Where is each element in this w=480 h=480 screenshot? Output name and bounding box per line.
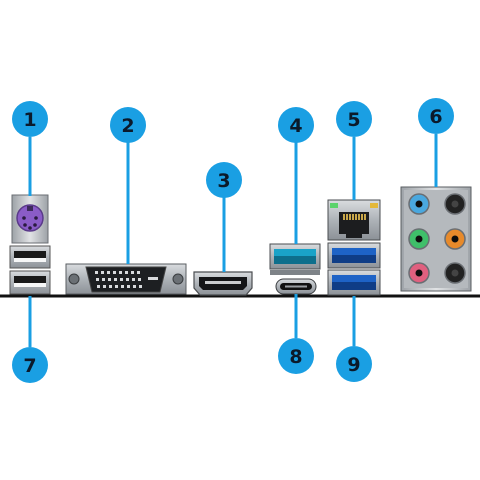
marker-circle xyxy=(206,162,242,198)
callout-marker-7: 7 xyxy=(12,347,48,383)
marker-number: 4 xyxy=(289,115,302,137)
callout-marker-5: 5 xyxy=(336,101,372,137)
usb-3-2-stack xyxy=(327,242,381,296)
audio-jacks xyxy=(400,186,472,292)
hdmi-port xyxy=(193,271,253,296)
ps2-key xyxy=(27,206,33,211)
ps2-usb2-stack xyxy=(9,194,51,295)
marker-circle xyxy=(12,101,48,137)
callout-marker-9: 9 xyxy=(336,346,372,382)
usb-type-c-port xyxy=(275,278,317,295)
marker-number: 3 xyxy=(217,170,230,192)
callout-marker-1: 1 xyxy=(12,101,48,137)
callout-marker-3: 3 xyxy=(206,162,242,198)
marker-circle xyxy=(418,98,454,134)
marker-circle xyxy=(110,107,146,143)
callout-marker-2: 2 xyxy=(110,107,146,143)
marker-number: 2 xyxy=(121,115,134,137)
callout-marker-6: 6 xyxy=(418,98,454,134)
marker-number: 8 xyxy=(289,346,302,368)
usb-3-1-stack xyxy=(269,243,321,275)
marker-number: 6 xyxy=(429,106,442,128)
dvi-port xyxy=(65,263,187,295)
marker-circle xyxy=(12,347,48,383)
callout-marker-8: 8 xyxy=(278,338,314,374)
lan-port xyxy=(327,199,381,241)
marker-number: 9 xyxy=(347,354,360,376)
callout-marker-4: 4 xyxy=(278,107,314,143)
marker-circle xyxy=(278,338,314,374)
marker-number: 1 xyxy=(23,109,36,131)
marker-circle xyxy=(336,101,372,137)
leader-lines xyxy=(28,134,438,347)
marker-circle xyxy=(278,107,314,143)
marker-number: 7 xyxy=(23,355,36,377)
marker-number: 5 xyxy=(347,109,360,131)
marker-circle xyxy=(336,346,372,382)
